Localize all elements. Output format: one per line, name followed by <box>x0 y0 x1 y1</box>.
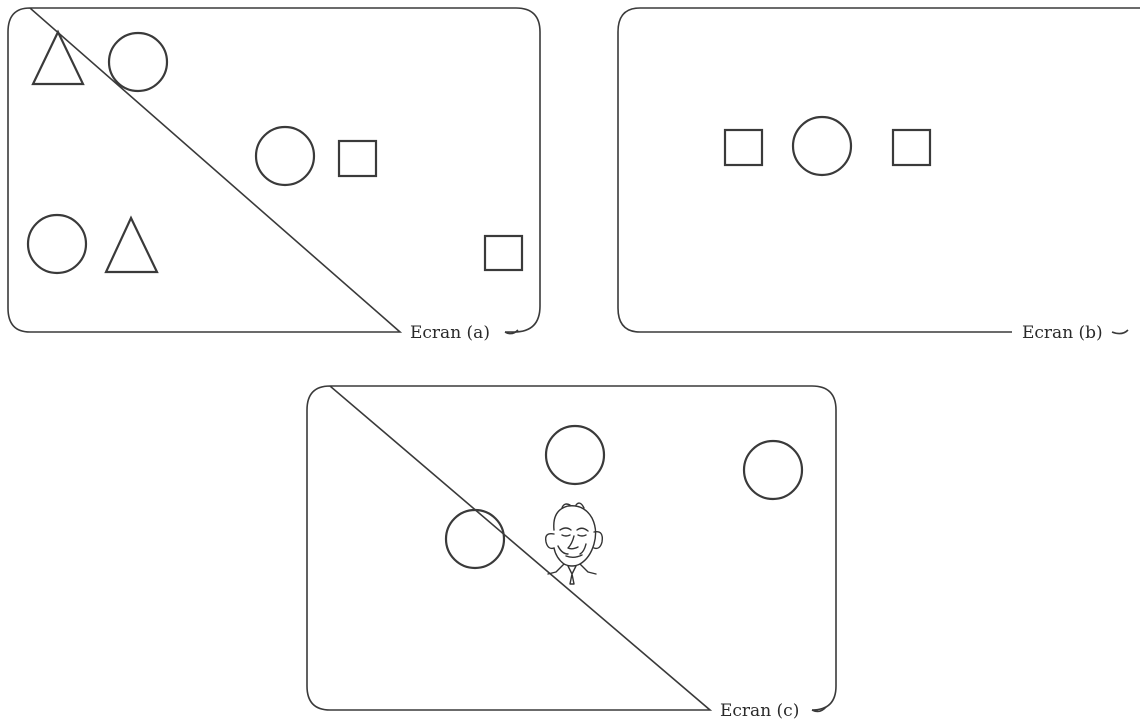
circle-icon <box>546 426 604 484</box>
square-icon <box>893 130 930 165</box>
screen-c-frame <box>307 386 836 710</box>
screen-a-caption: Ecran (a) <box>410 323 490 343</box>
face-drawing-icon <box>546 503 603 584</box>
circle-icon <box>256 127 314 185</box>
square-icon <box>339 141 376 176</box>
square-icon <box>485 236 522 270</box>
circle-icon <box>793 117 851 175</box>
screen-b-caption: Ecran (b) <box>1022 323 1103 343</box>
screen-b-frame <box>618 8 1140 332</box>
triangle-icon <box>106 218 157 272</box>
screen-b-caption-hook <box>1112 330 1128 334</box>
screen-a-frame <box>8 8 540 332</box>
triangle-icon <box>33 32 83 84</box>
circle-icon <box>744 441 802 499</box>
circle-icon <box>28 215 86 273</box>
circle-icon <box>446 510 504 568</box>
screen-c-caption: Ecran (c) <box>720 701 799 720</box>
screen-b: Ecran (b) <box>618 8 1140 343</box>
screen-a: Ecran (a) <box>8 8 540 343</box>
screen-c: Ecran (c) <box>307 386 836 720</box>
circle-icon <box>109 33 167 91</box>
square-icon <box>725 130 762 165</box>
